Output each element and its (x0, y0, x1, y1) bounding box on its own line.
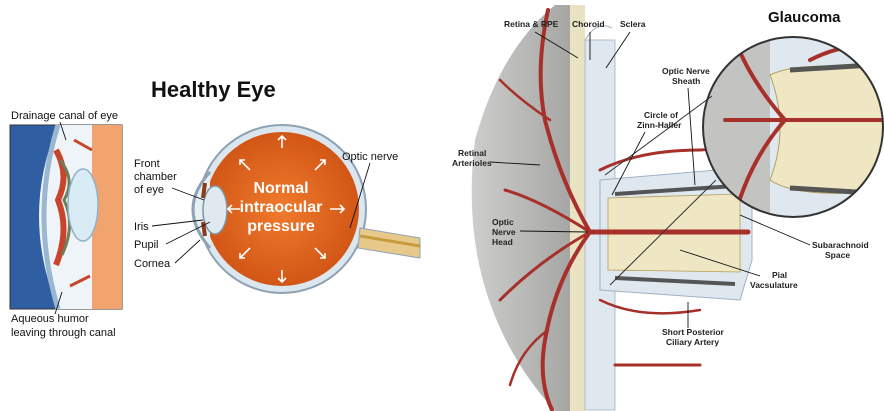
retina-cross-section (460, 0, 590, 411)
label-aqueous-1: Aqueous humor (11, 313, 89, 325)
label-cornea: Cornea (134, 258, 171, 270)
label-drainage-canal: Drainage canal of eye (11, 110, 118, 122)
label-subarachnoid-2: Space (825, 250, 850, 260)
label-front-chamber-1: Front (134, 158, 160, 170)
label-optic-nerve-sheath-1: Optic Nerve (662, 66, 710, 76)
glaucoma-title: Glaucoma (768, 9, 841, 26)
label-retina-rpe: Retina & RPE (504, 19, 559, 29)
label-iris: Iris (134, 221, 149, 233)
pressure-text-1: Normal (253, 180, 308, 197)
label-pial-2: Vacsulature (750, 280, 798, 290)
label-choroid: Choroid (572, 19, 605, 29)
label-short-posterior-2: Ciliary Artery (666, 337, 719, 347)
label-front-chamber-2: chamber (134, 171, 177, 183)
healthy-eye-title: Healthy Eye (151, 77, 276, 102)
healthy-eye-panel: Healthy Eye Drainage canal of eye Aqueou… (10, 77, 420, 339)
label-optic-nerve-sheath-2: Sheath (672, 76, 700, 86)
label-retinal-arterioles-1: Retinal (458, 148, 486, 158)
pressure-text-3: pressure (247, 218, 315, 235)
magnifier-connector-top (605, 96, 712, 175)
label-pial-1: Pial (772, 270, 787, 280)
leader-cornea (175, 240, 200, 263)
glaucoma-panel: Glaucoma Retina & RPE Choroid Sclera Opt… (452, 0, 884, 411)
label-sclera: Sclera (620, 19, 646, 29)
label-circle-zinn-1: Circle of (644, 110, 678, 120)
label-optic-nerve-head-1: Optic (492, 217, 514, 227)
label-optic-nerve-head-2: Nerve (492, 227, 516, 237)
label-subarachnoid-1: Subarachnoid (812, 240, 869, 250)
leader-sheath (688, 88, 695, 185)
label-circle-zinn-2: Zinn-Haller (637, 120, 682, 130)
label-aqueous-2: leaving through canal (11, 327, 116, 339)
label-optic-nerve-head-3: Head (492, 237, 513, 247)
label-retinal-arterioles-2: Arterioles (452, 158, 492, 168)
label-short-posterior-1: Short Posterior (662, 327, 725, 337)
label-front-chamber-3: of eye (134, 184, 164, 196)
label-optic-nerve: Optic nerve (342, 151, 398, 163)
label-pupil: Pupil (134, 239, 158, 251)
drainage-canal-inset (10, 125, 122, 309)
pressure-text-2: intraocular (240, 199, 323, 216)
